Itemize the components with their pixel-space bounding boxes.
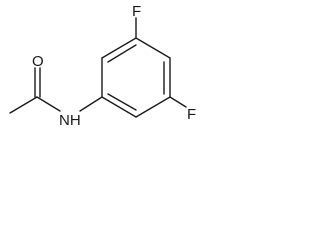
- fluorine-top-label: F: [132, 3, 141, 20]
- oxygen-label: O: [32, 53, 44, 70]
- bond-ring-fluorine-right: [169, 96, 187, 108]
- bond-nitrogen-ring: [79, 96, 103, 112]
- ring-inner-bond-3: [107, 93, 137, 111]
- bond-methyl-carbonyl: [9, 96, 38, 114]
- ring-bond-6: [101, 96, 137, 118]
- ring-bond-3: [135, 37, 171, 59]
- ring-bond-2: [101, 37, 137, 59]
- fluorine-right-label: F: [187, 106, 196, 123]
- molecule-structure-diagram: O NH F F: [9, 3, 196, 129]
- ring-inner-bond-1: [107, 44, 137, 63]
- nitrogen-h-label: NH: [59, 112, 81, 129]
- bond-carbonyl-nitrogen: [36, 96, 61, 112]
- ring-bond-5: [135, 96, 171, 118]
